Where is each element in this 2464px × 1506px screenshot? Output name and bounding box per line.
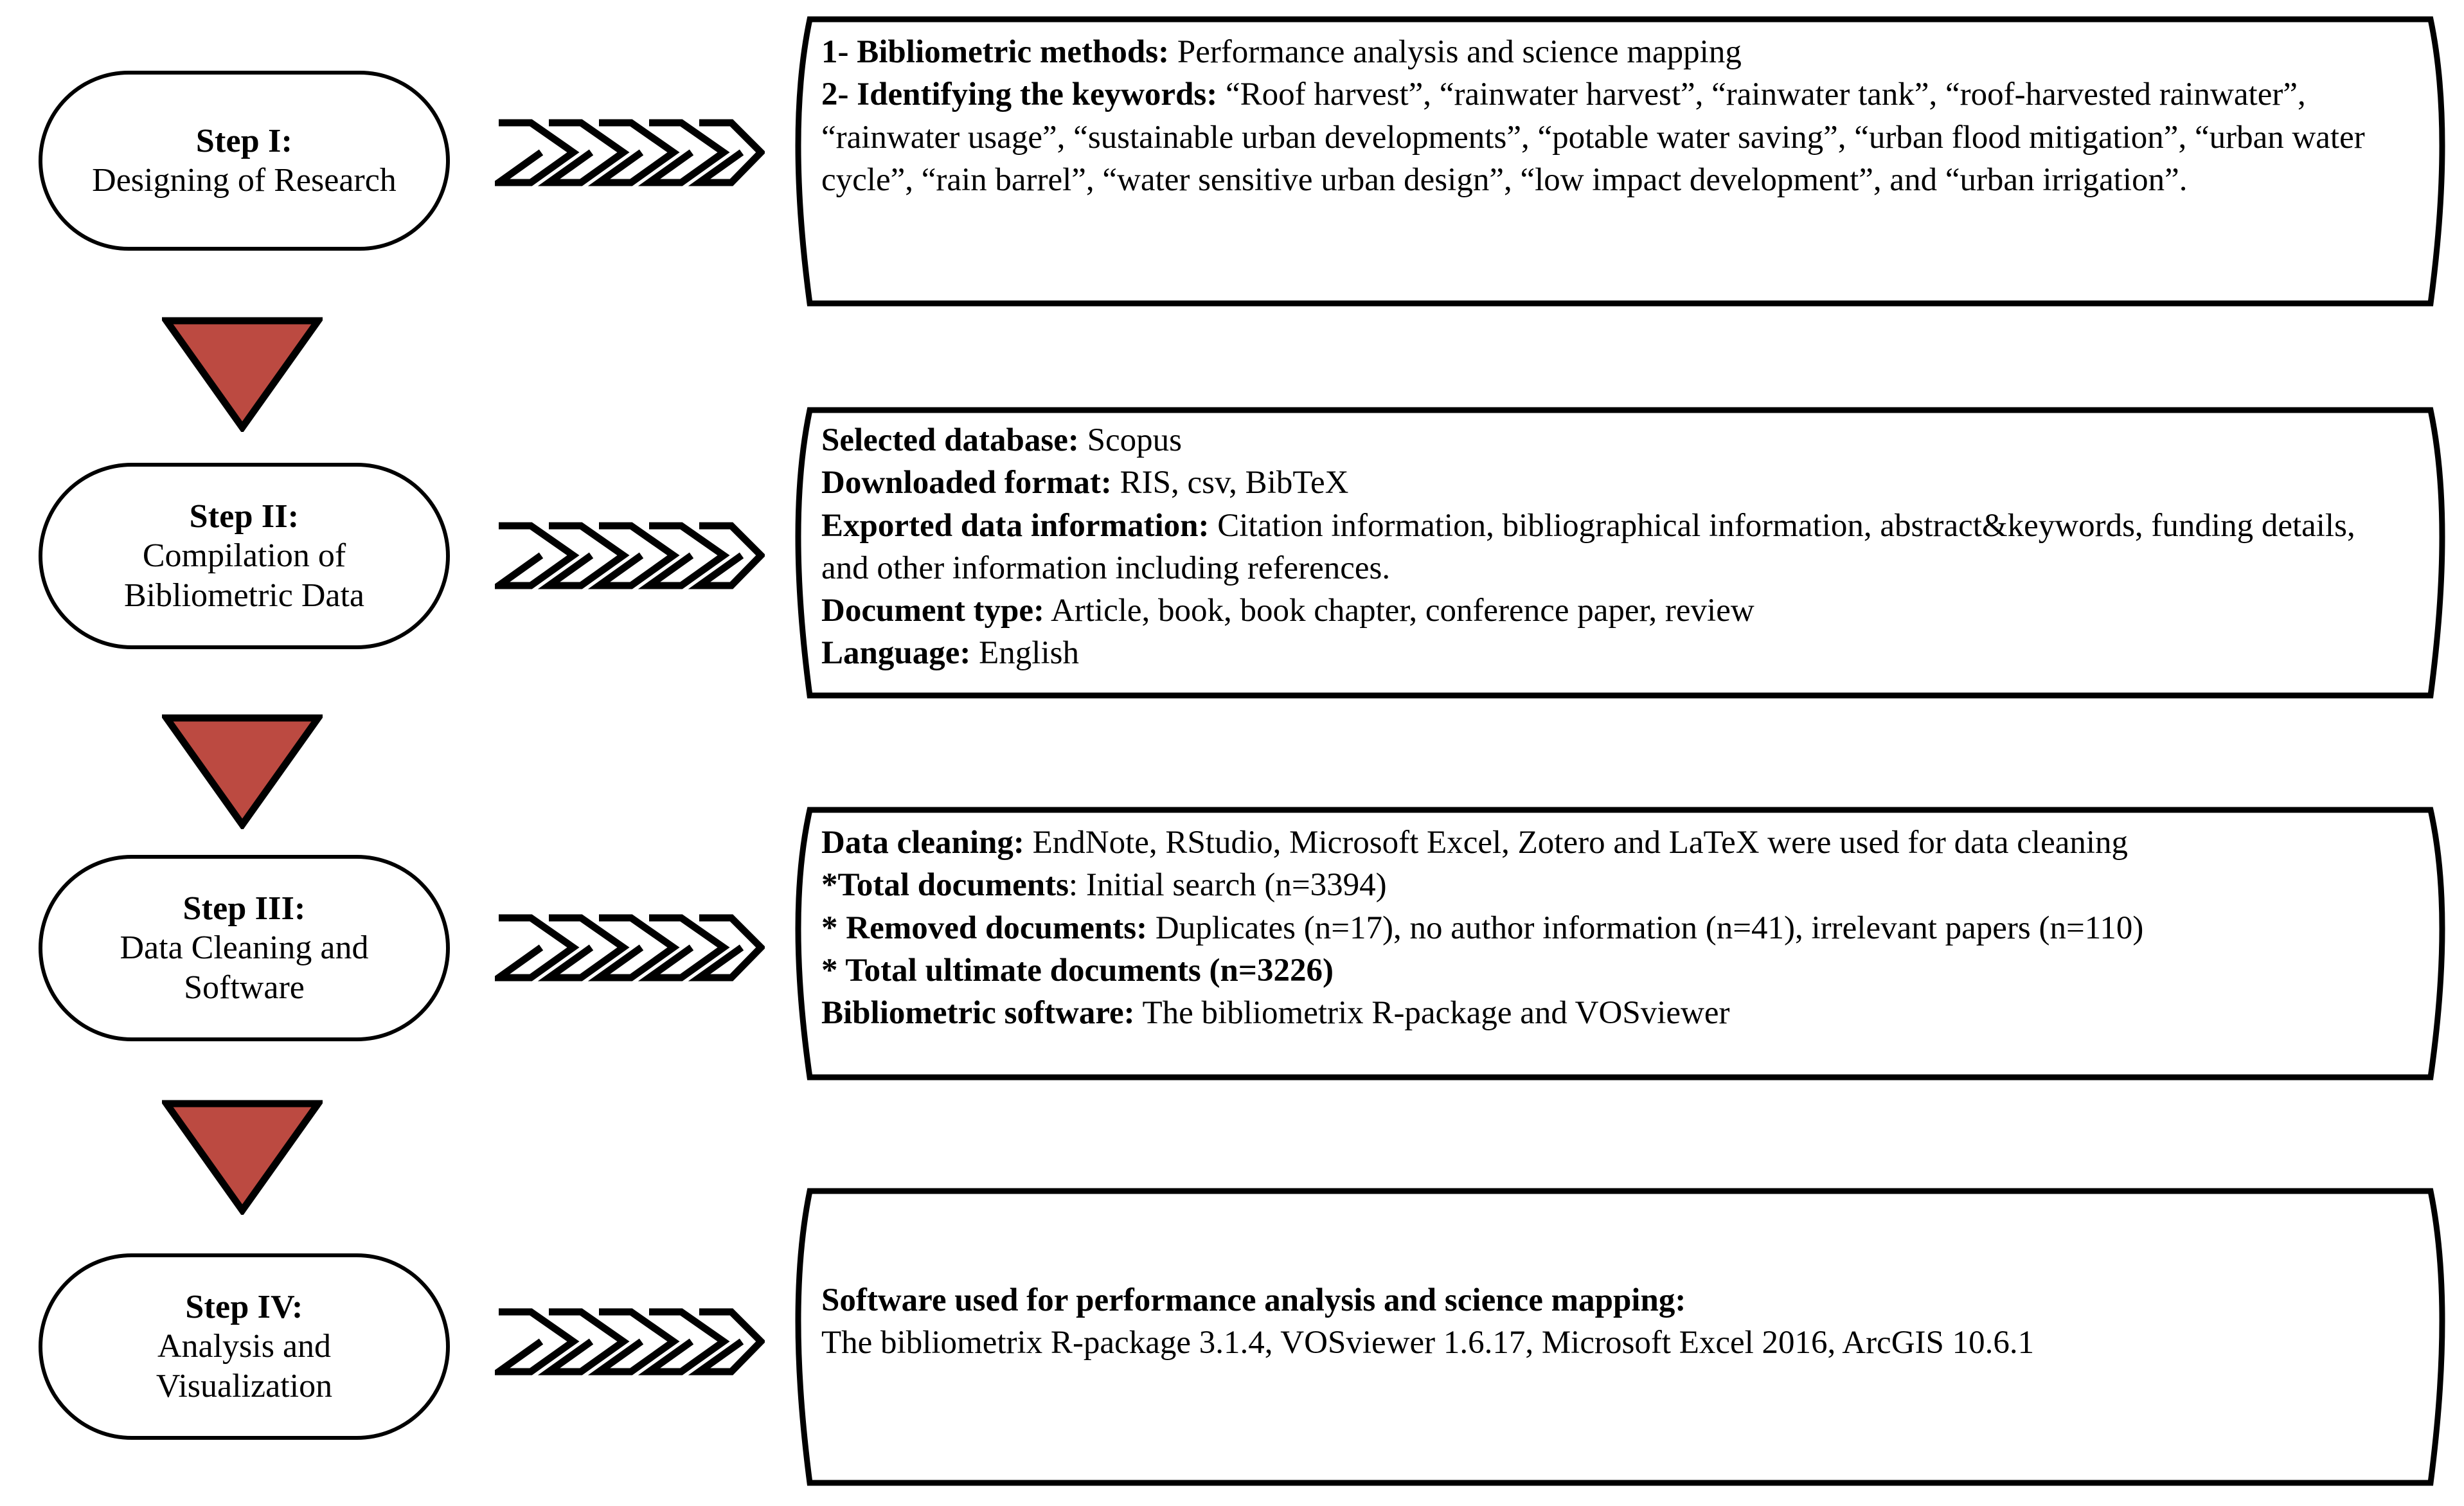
content-label: Software used for performance analysis a…	[821, 1282, 1686, 1318]
content-line: * Removed documents: Duplicates (n=17), …	[821, 907, 2415, 949]
step-desc-line: Data Cleaning and	[120, 929, 369, 967]
content-label: * Removed documents:	[821, 910, 1148, 946]
step-title-2: Step II:	[189, 498, 299, 535]
chevron-connector-4	[487, 1308, 766, 1376]
content-flag-1-text: 1- Bibliometric methods: Performance ana…	[821, 31, 2402, 201]
content-label: 2- Identifying the keywords:	[821, 76, 1218, 113]
step-desc-line: Designing of Research	[92, 162, 397, 199]
content-flag-4-text: Software used for performance analysis a…	[821, 1279, 2415, 1365]
step-title-3: Step III:	[183, 890, 306, 927]
content-flag-3-text: Data cleaning: EndNote, RStudio, Microso…	[821, 821, 2415, 1034]
triangle-down-arrow-1	[159, 316, 325, 434]
content-text: Performance analysis and science mapping	[1169, 34, 1742, 70]
content-flag-4: Software used for performance analysis a…	[783, 1186, 2458, 1488]
content-text: EndNote, RStudio, Microsoft Excel, Zoter…	[1024, 825, 2129, 861]
content-line: Software used for performance analysis a…	[821, 1279, 2415, 1322]
step-desc-3: Data Cleaning and Software	[103, 928, 386, 1007]
step-title-4: Step IV:	[185, 1288, 303, 1325]
step-desc-4: Analysis and Visualization	[139, 1327, 349, 1406]
content-label: 1- Bibliometric methods:	[821, 34, 1170, 70]
content-label: Document type:	[821, 593, 1045, 629]
content-label: Exported data information:	[821, 507, 1210, 544]
content-flag-1: 1- Bibliometric methods: Performance ana…	[783, 14, 2458, 309]
step-desc-line: Visualization	[156, 1367, 333, 1404]
content-label: Selected database:	[821, 422, 1079, 458]
chevron-connector-3	[487, 914, 766, 982]
chevron-connector-2	[487, 522, 766, 589]
step-capsule-1[interactable]: Step I: Designing of Research	[39, 71, 450, 251]
content-text: Duplicates (n=17), no author information…	[1147, 910, 2144, 946]
content-line: Bibliometric software: The bibliometrix …	[821, 992, 2415, 1034]
content-text: Citation information, bibliographical in…	[821, 507, 2355, 586]
content-label: * Total ultimate documents (n=3226)	[821, 952, 1334, 989]
step-title-1: Step I:	[195, 122, 293, 159]
step-desc-1: Designing of Research	[75, 161, 413, 200]
step-desc-line: Analysis and	[157, 1328, 332, 1365]
content-text: “Roof harvest”, “rainwater harvest”, “ra…	[821, 76, 2365, 198]
content-text: Scopus	[1078, 422, 1182, 458]
content-line: Data cleaning: EndNote, RStudio, Microso…	[821, 821, 2415, 864]
content-text: : Initial search (n=3394)	[1068, 867, 1387, 904]
content-flag-3: Data cleaning: EndNote, RStudio, Microso…	[783, 805, 2458, 1082]
content-line: Selected database: Scopus	[821, 419, 2409, 462]
content-flag-2: Selected database: Scopus Downloaded for…	[783, 405, 2458, 701]
step-capsule-4[interactable]: Step IV: Analysis and Visualization	[39, 1253, 450, 1440]
content-line: Downloaded format: RIS, csv, BibTeX	[821, 462, 2409, 504]
content-text: English	[970, 635, 1079, 672]
content-text: The bibliometrix R-package and VOSviewer	[1134, 995, 1730, 1032]
step-capsule-3[interactable]: Step III: Data Cleaning and Software	[39, 855, 450, 1041]
step-desc-line: Compilation of	[142, 537, 346, 575]
triangle-down-arrow-2	[159, 713, 325, 831]
content-line: Exported data information: Citation info…	[821, 505, 2409, 590]
content-label: Downloaded format:	[821, 465, 1112, 501]
content-line: Language: English	[821, 632, 2409, 674]
content-text: Article, book, book chapter, conference …	[1044, 593, 1754, 629]
step-desc-line: Software	[184, 969, 305, 1006]
content-label: Bibliometric software:	[821, 995, 1135, 1032]
content-label: Language:	[821, 635, 971, 672]
chevron-connector-1	[487, 119, 766, 186]
content-line: 2- Identifying the keywords: “Roof harve…	[821, 73, 2402, 201]
content-line: The bibliometrix R-package 3.1.4, VOSvie…	[821, 1322, 2415, 1364]
content-line: 1- Bibliometric methods: Performance ana…	[821, 31, 2402, 73]
content-flag-2-text: Selected database: Scopus Downloaded for…	[821, 419, 2409, 675]
content-label: Data cleaning:	[821, 825, 1024, 861]
content-text: The bibliometrix R-package 3.1.4, VOSvie…	[821, 1325, 2035, 1361]
content-text: RIS, csv, BibTeX	[1111, 465, 1349, 501]
content-line: Document type: Article, book, book chapt…	[821, 589, 2409, 632]
step-capsule-2[interactable]: Step II: Compilation of Bibliometric Dat…	[39, 463, 450, 649]
content-label: *Total documents	[821, 867, 1069, 904]
step-desc-line: Bibliometric Data	[123, 577, 364, 614]
content-line: * Total ultimate documents (n=3226)	[821, 949, 2415, 992]
triangle-down-arrow-3	[159, 1099, 325, 1217]
step-desc-2: Compilation of Bibliometric Data	[107, 536, 381, 615]
content-line: *Total documents: Initial search (n=3394…	[821, 864, 2415, 906]
